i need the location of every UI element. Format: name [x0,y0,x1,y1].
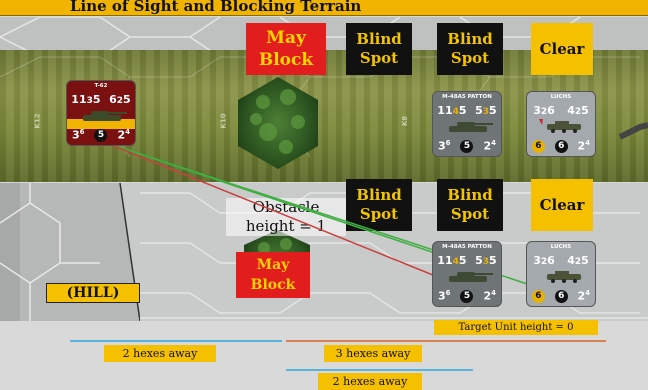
hill-label: (HILL) [46,283,140,303]
unit-name: LUCHS [527,244,595,250]
distance-lower-label: 2 hexes away [318,373,422,390]
stat-range: 6 [532,140,545,153]
stat-attack: 1145 [437,104,466,117]
may-block-bottom-label: May Block [236,252,310,298]
unit-stats: 1135 625 [67,93,135,106]
unit-bottom-stats: 36 5 24 [433,289,501,303]
unit-counter-luchs-bottom[interactable]: LUCHS 326 425 6 6 24 [526,241,596,307]
stat-move: 24 [117,128,130,142]
stat-range: 6 [532,290,545,303]
stat-armor: 6 [555,290,568,303]
blind-spot-top-1: Blind Spot [346,23,412,75]
tank-icon [443,269,493,283]
stat-defense: 535 [475,104,497,117]
stat-move: 24 [578,139,591,153]
stat-armor: 5 [460,140,473,153]
hex-label-k8: K8 [401,116,409,126]
stat-attack: 1145 [437,254,466,267]
stat-range: 36 [438,289,451,303]
hex-label-k12: K12 [34,113,42,128]
unit-counter-m48-top[interactable]: M-48A5 PATTON 1145 535 36 5 24 [432,91,502,157]
stat-armor: 6 [555,140,568,153]
stat-armor: 5 [94,129,107,142]
unit-bottom-stats: 6 6 24 [527,139,595,153]
may-block-top-label: May Block [246,23,326,75]
distance-left-label: 2 hexes away [104,345,216,362]
woods-hex-top [238,77,318,169]
stat-move: 24 [483,289,496,303]
clear-top-label: Clear [531,23,593,75]
stat-attack: 1135 [71,93,100,106]
stat-defense: 535 [475,254,497,267]
clear-bottom-label: Clear [531,179,593,231]
hex-label-k10: K10 [220,113,228,128]
stat-defense: 625 [109,93,131,106]
armored-car-icon [537,119,587,133]
armored-car-icon [537,269,587,283]
stat-defense: 425 [567,254,589,267]
target-height-label: Target Unit height = 0 [434,320,598,335]
tank-icon [77,108,127,122]
tank-icon [443,119,493,133]
blind-spot-bottom-1: Blind Spot [346,179,412,231]
unit-name: LUCHS [527,94,595,100]
page-banner: Line of Sight and Blocking Terrain [0,0,648,16]
unit-stats: 1145 535 [433,104,501,117]
obstacle-height-label: Obstacle height = 1 [226,198,346,236]
stat-range: 36 [72,128,85,142]
blind-spot-top-2: Blind Spot [437,23,503,75]
unit-bottom-stats: 6 6 24 [527,289,595,303]
stat-armor: 5 [460,290,473,303]
distance-middle-label: 3 hexes away [324,345,422,362]
unit-name: M-48A5 PATTON [433,244,501,250]
unit-name: M-48A5 PATTON [433,94,501,100]
banner-title: Line of Sight and Blocking Terrain [70,0,361,15]
unit-name: T-62 [67,83,135,89]
stat-range: 36 [438,139,451,153]
unit-counter-luchs-top[interactable]: LUCHS 326 425 6 6 24 [526,91,596,157]
blind-spot-bottom-2: Blind Spot [437,179,503,231]
unit-counter-m48-bottom[interactable]: M-48A5 PATTON 1145 535 36 5 24 [432,241,502,307]
unit-bottom-stats: 36 5 24 [433,139,501,153]
unit-stats: 326 425 [527,254,595,267]
stat-attack: 326 [533,104,555,117]
stat-defense: 425 [567,104,589,117]
unit-counter-t62[interactable]: T-62 1135 625 36 5 24 [66,80,136,146]
unit-stats: 1145 535 [433,254,501,267]
stat-move: 24 [578,289,591,303]
stat-move: 24 [483,139,496,153]
stat-attack: 326 [533,254,555,267]
unit-bottom-stats: 36 5 24 [67,128,135,142]
unit-stats: 326 425 [527,104,595,117]
